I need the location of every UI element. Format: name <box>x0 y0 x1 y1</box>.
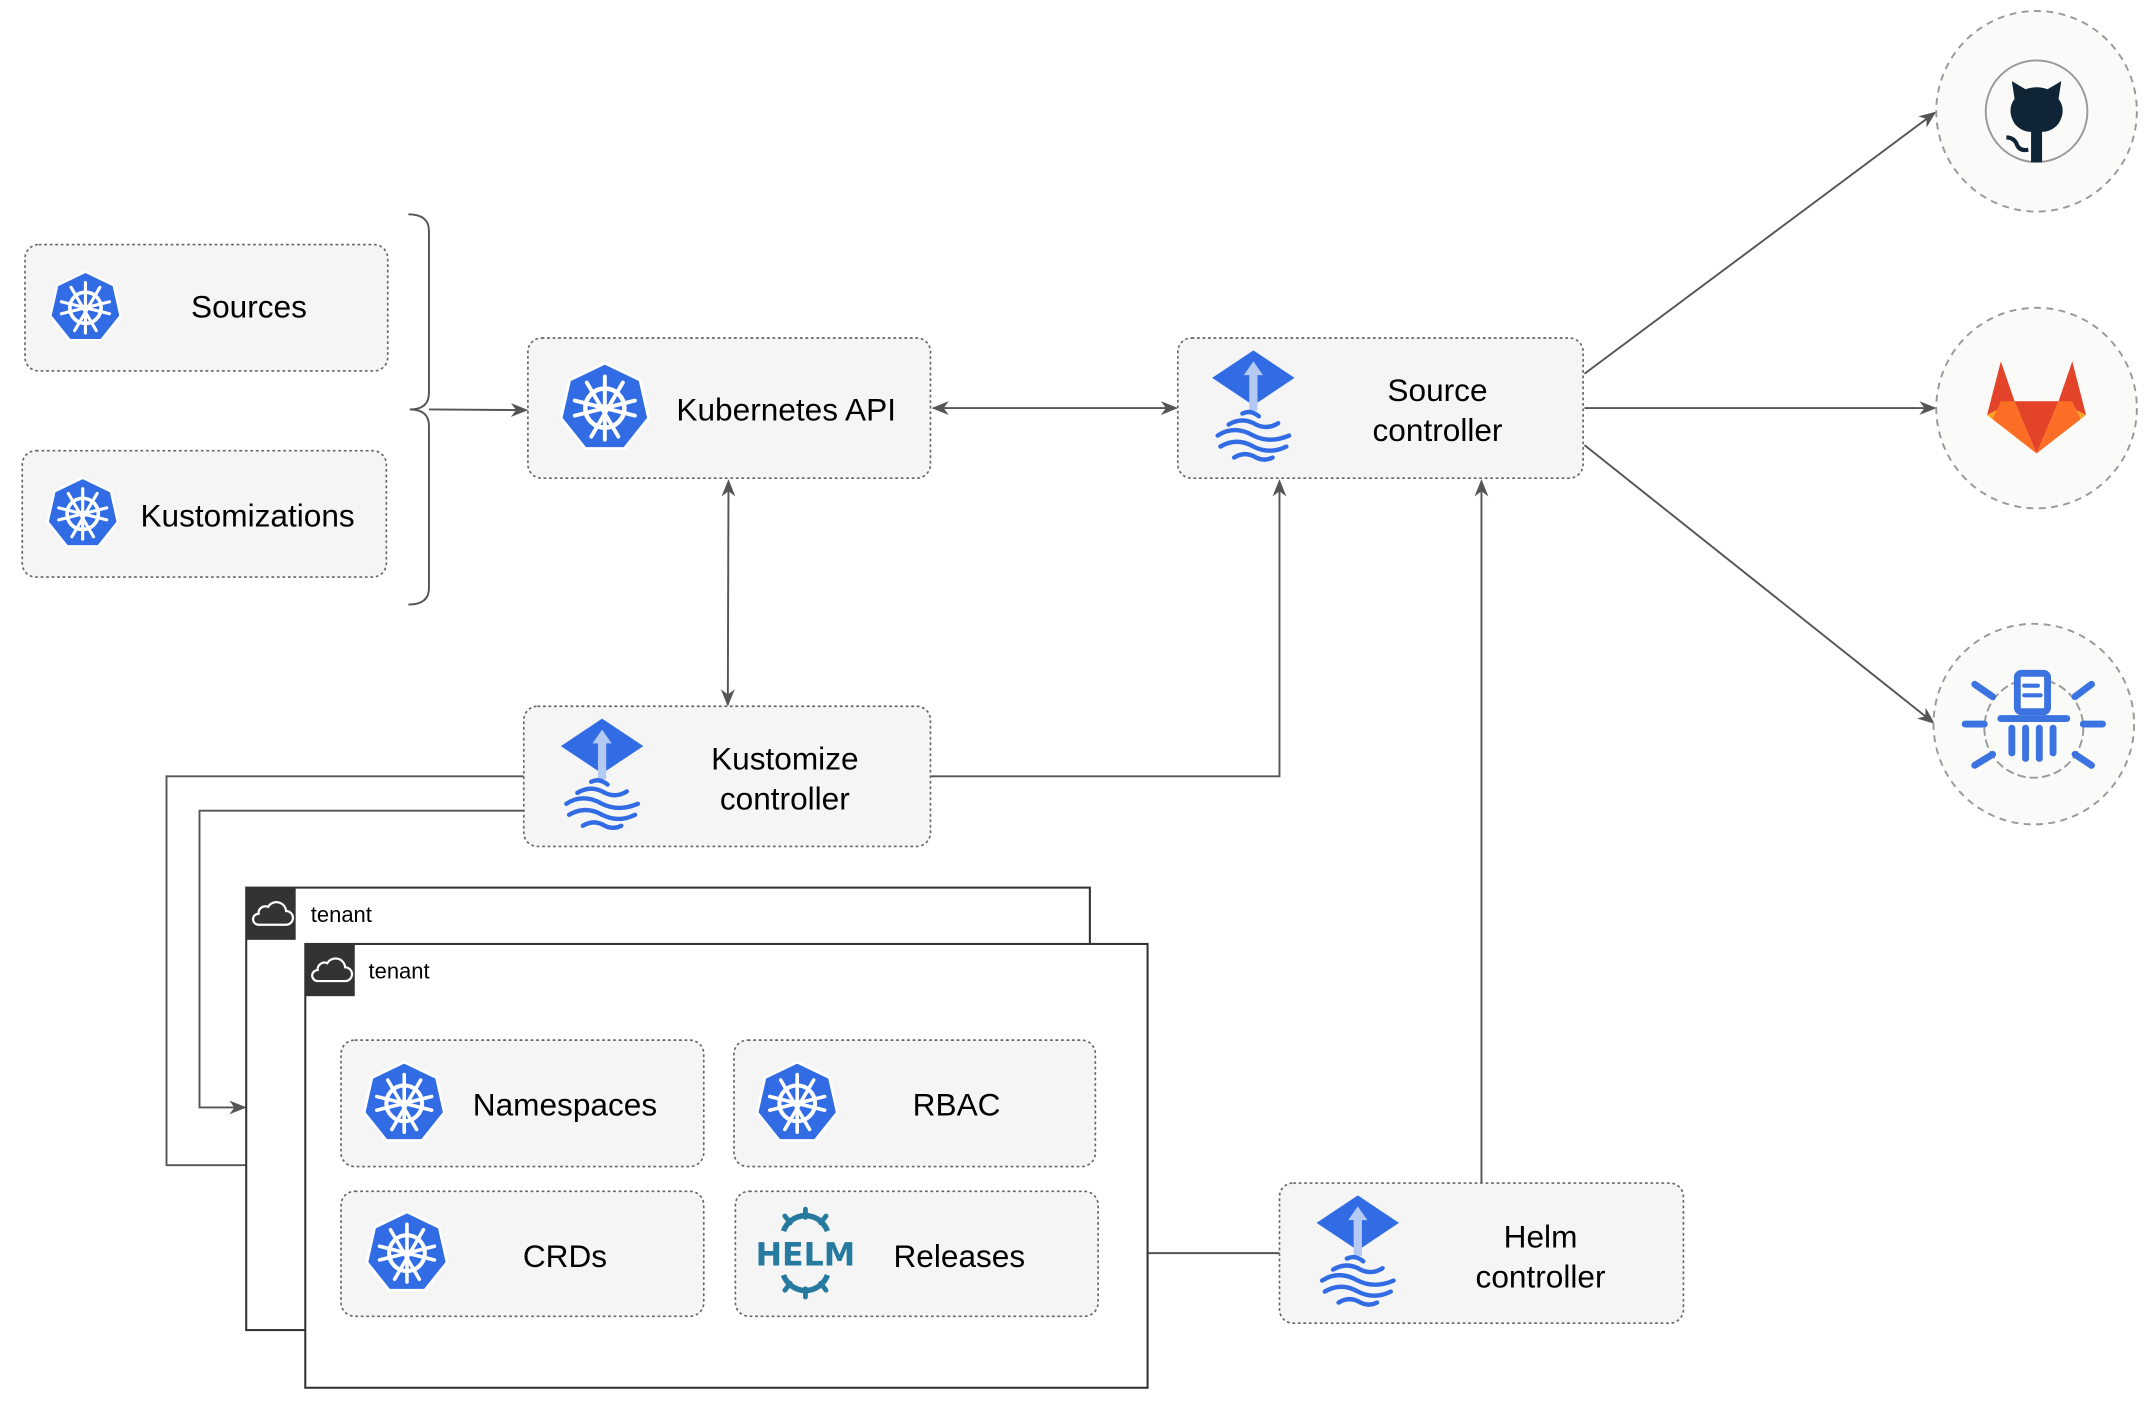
external-github[interactable] <box>1935 10 2138 213</box>
edges <box>165 111 1937 1261</box>
node-label: controller <box>1373 412 1503 448</box>
node-source-controller[interactable]: Source controller <box>1176 337 1584 479</box>
node-helm-controller[interactable]: Helm controller <box>1278 1182 1685 1325</box>
node-label: controller <box>1476 1258 1606 1294</box>
helm-icon: HELM <box>756 1206 856 1300</box>
node-label: RBAC <box>913 1087 1001 1123</box>
node-releases[interactable]: HELM Releases <box>734 1190 1099 1318</box>
edge-source-to-github <box>1583 111 1937 375</box>
node-label: Releases <box>893 1238 1025 1274</box>
edge-kustomize-to-source <box>930 479 1287 778</box>
node-label: Kustomizations <box>140 497 354 533</box>
node-label: Helm <box>1504 1219 1578 1255</box>
tenant-group-front[interactable]: tenant Namespaces RBAC CRDs HELM <box>304 942 1149 1389</box>
node-label: CRDs <box>523 1238 607 1274</box>
node-rbac[interactable]: RBAC <box>733 1039 1097 1168</box>
node-label: Kubernetes API <box>676 391 896 427</box>
node-label: controller <box>720 780 850 816</box>
brace <box>408 213 430 606</box>
edge-kustomize-to-tenant-back <box>198 809 524 1115</box>
tenant-label: tenant <box>369 958 430 983</box>
node-sources[interactable]: Sources <box>24 243 389 372</box>
external-gitlab[interactable] <box>1935 306 2138 510</box>
node-label: Kustomize <box>711 740 858 776</box>
edge-resources-to-api <box>428 403 529 417</box>
node-kubernetes-api[interactable]: Kubernetes API <box>527 337 932 479</box>
node-namespaces[interactable]: Namespaces <box>340 1039 705 1168</box>
node-kustomize-controller[interactable]: Kustomize controller <box>522 705 932 848</box>
helm-icon-text: HELM <box>756 1237 856 1273</box>
external-bucket[interactable] <box>1932 622 2136 826</box>
github-icon <box>1984 59 2089 164</box>
node-label: Source <box>1387 372 1487 408</box>
edge-api-kustomize-controller <box>720 479 736 707</box>
bucket-icon <box>1961 669 2106 779</box>
node-label: Sources <box>191 288 307 324</box>
tenant-label: tenant <box>311 902 372 927</box>
node-kustomizations[interactable]: Kustomizations <box>21 449 388 578</box>
edge-source-to-bucket <box>1583 444 1935 724</box>
edge-kustomize-to-tenant-front <box>165 775 524 1173</box>
node-label: Namespaces <box>473 1087 657 1123</box>
gitlab-icon <box>1987 361 2087 454</box>
node-crds[interactable]: CRDs <box>340 1190 705 1318</box>
